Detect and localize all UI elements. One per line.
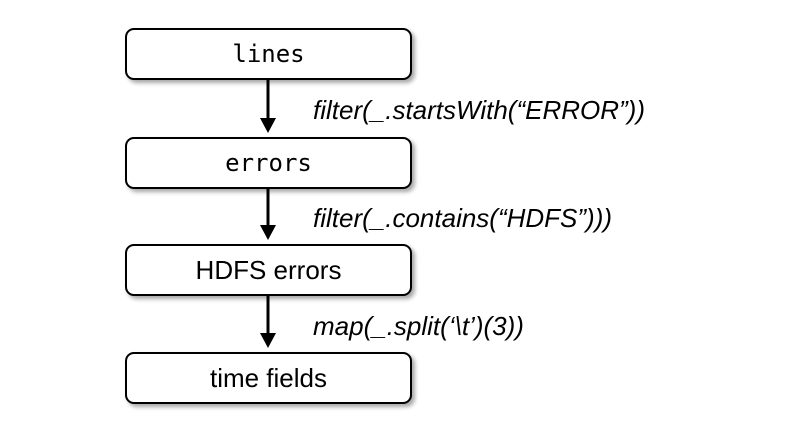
arrow-hdfs-errors-to-time-fields [260,296,276,348]
node-label: errors [225,149,312,177]
node-label: HDFS errors [195,254,342,285]
node-label: time fields [209,362,328,393]
arrow-lines-to-errors [260,80,276,133]
arrow-errors-to-hdfs-errors [260,189,276,240]
operation-label-map-split: map(_.split(‘\t’)(3)) [313,311,524,341]
node-errors: errors [125,137,412,189]
operation-label-filter-contains: filter(_.contains(“HDFS”))) [313,203,613,233]
node-hdfs-errors: HDFS errors [125,244,412,296]
operation-label-filter-startswith: filter(_.startsWith(“ERROR”)) [313,95,645,125]
node-time-fields: time fields [125,352,412,404]
node-label: lines [232,40,305,68]
node-lines: lines [125,28,412,80]
